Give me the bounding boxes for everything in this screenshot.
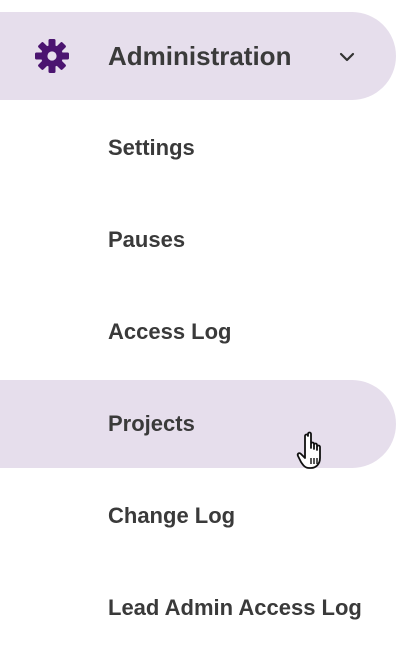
nav-item-label: Change Log [108,503,236,528]
nav-item-settings[interactable]: Settings [0,104,396,192]
section-title: Administration [108,41,292,71]
nav-item-change-log[interactable]: Change Log [0,472,396,560]
nav-item-label: Settings [108,135,195,160]
nav-item-label: Pauses [108,227,186,252]
administration-section-toggle[interactable]: Administration [0,12,396,100]
chevron-down-icon[interactable] [336,46,358,68]
nav-item-pauses[interactable]: Pauses [0,196,396,284]
nav-item-label: Access Log [108,319,232,344]
nav-item-access-log[interactable]: Access Log [0,288,396,376]
nav-item-label: Lead Admin Access Log [108,595,362,620]
gear-icon [35,39,69,73]
nav-item-projects[interactable]: Projects [0,380,396,468]
nav-item-lead-admin-access-log[interactable]: Lead Admin Access Log [0,564,396,652]
nav-item-label: Projects [108,411,195,436]
